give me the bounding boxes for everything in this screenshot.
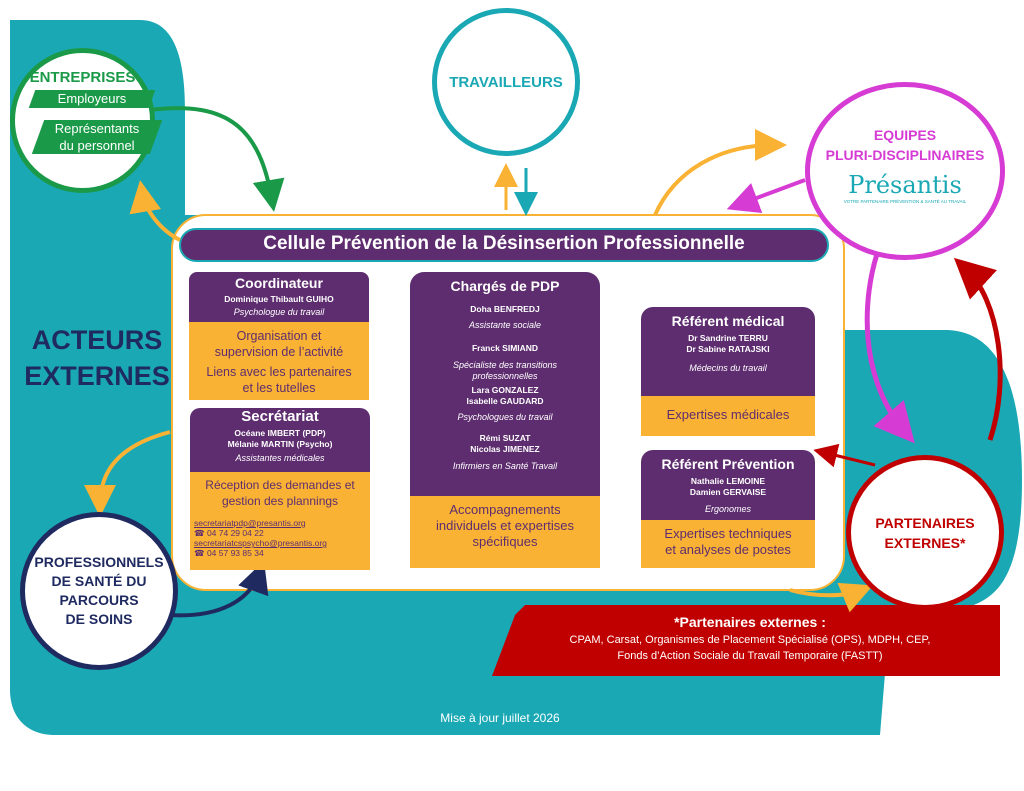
pro-line1: PROFESSIONNELS — [34, 554, 164, 570]
external-label-line1: ACTEURS — [31, 325, 163, 355]
charges-role4: Infirmiers en Santé Travail — [452, 461, 558, 471]
medical-role: Médecins du travail — [689, 363, 767, 373]
prevention-task-b: et analyses de postes — [665, 542, 791, 557]
charges-panel: Chargés de PDP Doha BENFREDJ Assistante … — [410, 272, 600, 568]
charges-name2: Franck SIMIAND — [471, 343, 539, 353]
prevention-header: Référent Prévention Nathalie LEMOINE Dam… — [641, 450, 815, 520]
secretariat-email1[interactable]: secretariatpdp@presantis.org — [194, 518, 306, 528]
charges-tasks: Accompagnements individuels et expertise… — [410, 496, 600, 568]
footnote-line2: Fonds d’Action Sociale du Travail Tempor… — [617, 650, 883, 662]
prevention-name1: Nathalie LEMOINE — [690, 476, 766, 486]
coordinateur-task2b: et les tutelles — [242, 381, 316, 395]
charges-role2a: Spécialiste des transitions — [452, 360, 558, 370]
title-banner — [179, 228, 829, 262]
secretariat-title: Secrétariat — [241, 408, 319, 425]
coordinateur-title: Coordinateur — [235, 275, 323, 291]
prevention-panel: Référent Prévention Nathalie LEMOINE Dam… — [641, 450, 815, 568]
prevention-task-a: Expertises techniques — [664, 526, 792, 541]
equipes-line1: EQUIPES — [873, 127, 937, 143]
cellule-title: Cellule Prévention de la Désinsertion Pr… — [263, 233, 745, 254]
coordinateur-role: Psychologue du travail — [233, 307, 325, 317]
charges-role2b: professionnelles — [472, 371, 538, 381]
footnote: *Partenaires externes : CPAM, Carsat, Or… — [500, 612, 1000, 664]
external-label-line2: EXTERNES — [24, 361, 170, 391]
equipes-circle: EQUIPES PLURI-DISCIPLINAIRES Présantis V… — [805, 82, 1005, 260]
charges-title: Chargés de PDP — [450, 278, 560, 294]
footnote-line1: CPAM, Carsat, Organismes de Placement Sp… — [569, 634, 931, 646]
representants-label: Représentants du personnel — [38, 120, 156, 154]
medical-header: Référent médical Dr Sandrine TERRU Dr Sa… — [641, 307, 815, 396]
secretariat-email2[interactable]: secretariatcspsycho@presantis.org — [194, 538, 327, 548]
coordinateur-header: Coordinateur Dominique Thibault GUIHO Ps… — [189, 272, 369, 322]
representants-line2: du personnel — [59, 138, 135, 153]
secretariat-task-b: gestion des plannings — [221, 494, 339, 508]
partenaires-circle: PARTENAIRES EXTERNES* — [846, 455, 1004, 610]
partenaires-line2: EXTERNES* — [884, 534, 966, 551]
coordinateur-task2a: Liens avec les partenaires — [206, 365, 352, 379]
professionnels-circle: PROFESSIONNELS DE SANTÉ DU PARCOURS DE S… — [20, 512, 178, 670]
equipes-line2: PLURI-DISCIPLINAIRES — [825, 147, 985, 163]
charges-task-b: individuels et expertises — [435, 518, 575, 533]
charges-name4a: Rémi SUZAT — [479, 433, 531, 443]
representants-line1: Représentants — [54, 121, 140, 136]
secretariat-task-a: Réception des demandes et — [205, 478, 355, 492]
coordinateur-panel: Coordinateur Dominique Thibault GUIHO Ps… — [189, 272, 369, 400]
charges-name4b: Nicolas JIMENEZ — [470, 444, 540, 454]
footnote-band — [492, 605, 1000, 676]
coordinateur-name: Dominique Thibault GUIHO — [224, 294, 334, 304]
external-actors-label: ACTEURS EXTERNES — [22, 322, 172, 394]
prevention-role: Ergonomes — [704, 504, 752, 514]
charges-role1: Assistante sociale — [468, 320, 542, 330]
charges-task-a: Accompagnements — [449, 502, 561, 517]
charges-name3a: Lara GONZALEZ — [471, 385, 539, 395]
secretariat-header: Secrétariat Océane IMBERT (PDP) Mélanie … — [190, 408, 370, 472]
travailleurs-circle: TRAVAILLEURS — [432, 8, 580, 156]
secretariat-panel: Secrétariat Océane IMBERT (PDP) Mélanie … — [190, 406, 370, 570]
partenaires-line1: PARTENAIRES — [875, 514, 975, 531]
charges-task-c: spécifiques — [472, 534, 538, 549]
secretariat-phone1: ☎ 04 74 29 04 22 — [194, 528, 264, 538]
secretariat-role: Assistantes médicales — [235, 453, 325, 463]
medical-panel: Référent médical Dr Sandrine TERRU Dr Sa… — [641, 307, 815, 436]
update-date: Mise à jour juillet 2026 — [440, 711, 560, 725]
footnote-title: *Partenaires externes : — [674, 614, 826, 630]
charges-name3b: Isabelle GAUDARD — [466, 396, 544, 406]
employeurs-label: Employeurs — [57, 91, 127, 106]
charges-role3: Psychologues du travail — [457, 412, 553, 422]
entreprises-title: ENTREPRISES — [29, 69, 136, 86]
medical-name1: Dr Sandrine TERRU — [688, 333, 768, 343]
pro-line2: DE SANTÉ DU — [51, 573, 147, 589]
coordinateur-task1b: supervision de l’activité — [214, 345, 344, 359]
medical-title: Référent médical — [671, 313, 785, 329]
prevention-name2: Damien GERVAISE — [689, 487, 767, 497]
secretariat-name1: Océane IMBERT (PDP) — [234, 428, 326, 438]
prevention-title: Référent Prévention — [661, 456, 795, 472]
presantis-tagline: VOTRE PARTENAIRE PRÉVENTION & SANTÉ AU T… — [843, 199, 967, 204]
coordinateur-task1a: Organisation et — [236, 329, 322, 343]
medical-tasks: Expertises médicales — [641, 396, 815, 436]
medical-name2: Dr Sabine RATAJSKI — [686, 344, 770, 354]
secretariat-phone2: ☎ 04 57 93 85 34 — [194, 548, 264, 558]
secretariat-tasks: Réception des demandes et gestion des pl… — [190, 472, 370, 570]
prevention-tasks: Expertises techniques et analyses de pos… — [641, 520, 815, 568]
medical-task: Expertises médicales — [666, 407, 790, 422]
charges-name1: Doha BENFREDJ — [470, 304, 540, 314]
pro-line4: DE SOINS — [65, 611, 133, 627]
pro-line3: PARCOURS — [59, 592, 139, 608]
coordinateur-tasks: Organisation et supervision de l’activit… — [189, 322, 369, 400]
secretariat-name2: Mélanie MARTIN (Psycho) — [227, 439, 333, 449]
charges-header: Chargés de PDP Doha BENFREDJ Assistante … — [410, 272, 600, 496]
presantis-logo: Présantis — [848, 171, 962, 199]
travailleurs-title: TRAVAILLEURS — [449, 73, 563, 91]
